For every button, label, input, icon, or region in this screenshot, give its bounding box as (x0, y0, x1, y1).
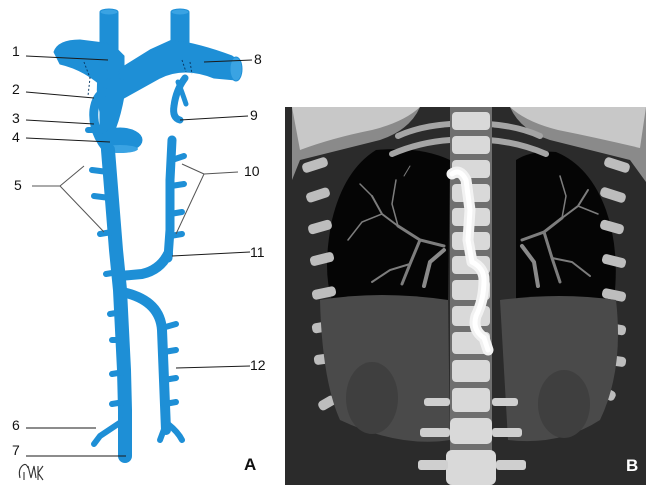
label-10: 10 (244, 163, 260, 179)
panel-a-letter: A (244, 455, 256, 474)
label-1: 1 (12, 43, 20, 59)
label-12: 12 (250, 357, 266, 373)
label-2: 2 (12, 81, 20, 97)
label-7: 7 (12, 442, 20, 458)
label-5: 5 (14, 177, 22, 193)
label-9: 9 (250, 107, 258, 123)
panel-a-diagram: 1 2 3 4 5 6 7 8 9 10 11 12 A (12, 9, 266, 480)
label-11: 11 (250, 244, 265, 260)
artist-signature (19, 464, 43, 480)
label-8: 8 (254, 51, 262, 67)
label-3: 3 (12, 110, 20, 126)
leader-lines (26, 56, 252, 456)
label-6: 6 (12, 417, 20, 433)
panel-b-ct-image: B (285, 107, 646, 485)
hemiazygos-crossing (120, 254, 168, 276)
label-4: 4 (12, 129, 20, 145)
panel-b-letter: B (626, 456, 638, 475)
